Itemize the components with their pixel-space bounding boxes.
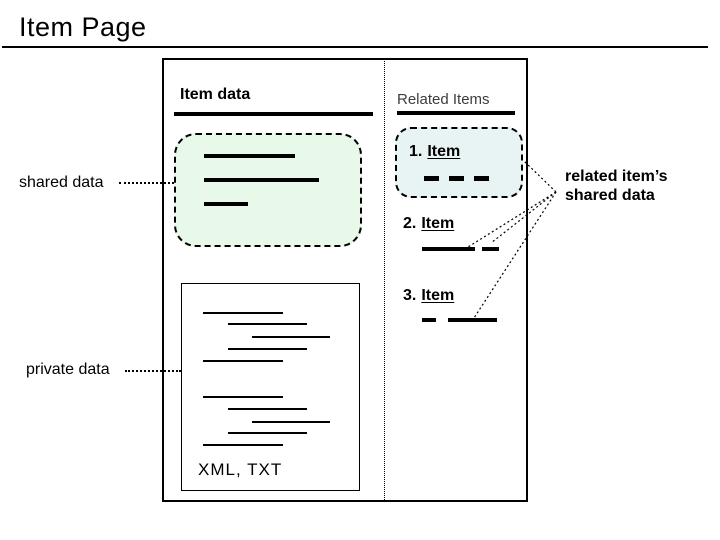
related-item-line (448, 318, 497, 322)
text-line (228, 432, 307, 434)
column-divider (384, 58, 385, 502)
related-item-line (422, 247, 475, 251)
related-shared-data-label: related item’s shared data (565, 167, 668, 205)
related-item-3: 3.Item (403, 287, 454, 305)
related-item-link[interactable]: Item (427, 143, 461, 160)
shared-data-line (204, 202, 248, 206)
text-line (228, 323, 307, 325)
text-line (228, 408, 307, 410)
related-items-heading-rule (397, 111, 515, 115)
shared-data-line (204, 178, 319, 182)
private-data-label: private data (26, 361, 110, 378)
item-data-heading-rule (174, 112, 373, 116)
shared-data-connector (119, 182, 174, 184)
text-line (252, 421, 330, 423)
item-data-heading: Item data (180, 86, 251, 103)
related-item-box (395, 127, 523, 198)
shared-data-label: shared data (19, 174, 104, 191)
related-item-2: 2.Item (403, 215, 454, 233)
related-shared-data-label-line2: shared data (565, 187, 655, 204)
related-item-dash (449, 176, 464, 181)
private-data-connector (125, 370, 181, 372)
related-item-line (482, 247, 499, 251)
private-data-box (181, 283, 360, 491)
related-item-dash (474, 176, 489, 181)
related-item-1: 1.Item (409, 143, 460, 161)
related-item-dash (424, 176, 439, 181)
text-line (203, 360, 283, 362)
related-item-link[interactable]: Item (421, 287, 455, 304)
text-line (203, 312, 283, 314)
related-item-line (422, 318, 436, 322)
related-item-number: 3. (403, 287, 417, 304)
text-line (203, 444, 283, 446)
text-line (203, 396, 283, 398)
title-rule (2, 46, 708, 48)
related-items-heading: Related Items (397, 91, 490, 108)
text-line (252, 336, 330, 338)
related-item-number: 1. (409, 143, 423, 160)
text-line (228, 348, 307, 350)
related-item-number: 2. (403, 215, 417, 232)
file-format-label: XML, TXT (198, 460, 283, 479)
shared-data-line (204, 154, 295, 158)
related-item-link[interactable]: Item (421, 215, 455, 232)
shared-data-box (174, 133, 362, 247)
related-shared-data-label-line1: related item’s (565, 168, 668, 185)
page-title: Item Page (19, 12, 147, 42)
